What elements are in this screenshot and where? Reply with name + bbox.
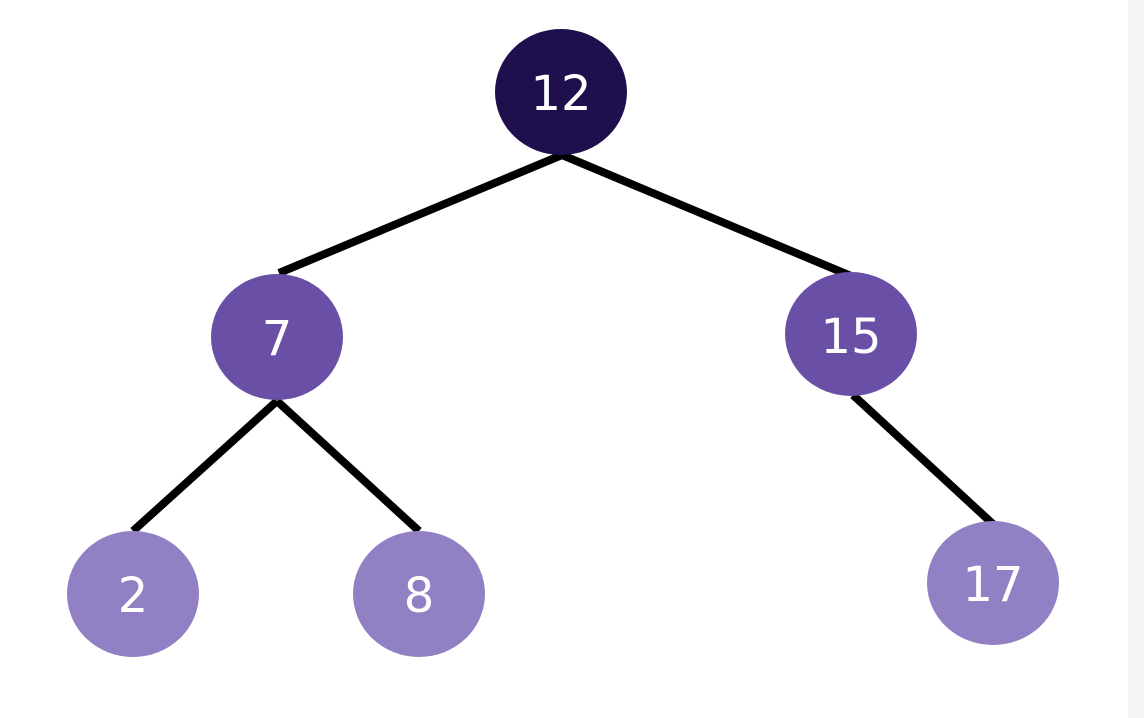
right-edge-strip: [1128, 0, 1144, 718]
node-17-label: 17: [962, 557, 1023, 613]
edge-12-15: [560, 151, 853, 280]
edge-15-17: [850, 392, 997, 528]
node-2: 2: [67, 531, 199, 657]
edge-7-8: [274, 398, 422, 534]
node-8: 8: [353, 531, 485, 657]
node-2-circle: [67, 531, 199, 657]
node-15-circle: [785, 272, 917, 396]
node-12: 12: [495, 29, 627, 155]
node-15: 15: [785, 272, 917, 396]
node-12-circle: [495, 29, 627, 155]
node-17: 17: [927, 521, 1059, 645]
node-7-label: 7: [262, 311, 293, 367]
node-7-circle: [211, 274, 343, 400]
node-17-circle: [927, 521, 1059, 645]
node-8-circle: [353, 531, 485, 657]
edge-12-7: [277, 151, 564, 277]
node-8-label: 8: [404, 568, 435, 624]
edge-7-2: [130, 398, 280, 534]
node-7: 7: [211, 274, 343, 400]
node-12-label: 12: [530, 66, 591, 122]
node-2-label: 2: [118, 568, 149, 624]
node-15-label: 15: [820, 309, 881, 365]
